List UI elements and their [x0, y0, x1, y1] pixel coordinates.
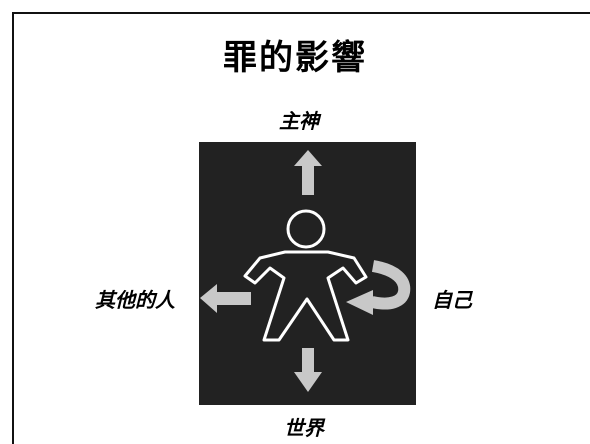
label-down: 世界	[284, 416, 324, 440]
arrow-up-icon	[294, 150, 322, 195]
arrow-down-icon	[294, 348, 322, 392]
slide-frame	[12, 12, 590, 444]
curved-arrow-icon	[346, 260, 411, 315]
arrow-left-icon	[200, 284, 251, 313]
person-outline-icon	[243, 209, 368, 342]
label-right: 自己	[432, 288, 472, 312]
label-left: 其他的人	[95, 288, 175, 312]
label-up: 主神	[279, 109, 319, 133]
slide-title: 罪的影響	[223, 38, 367, 78]
